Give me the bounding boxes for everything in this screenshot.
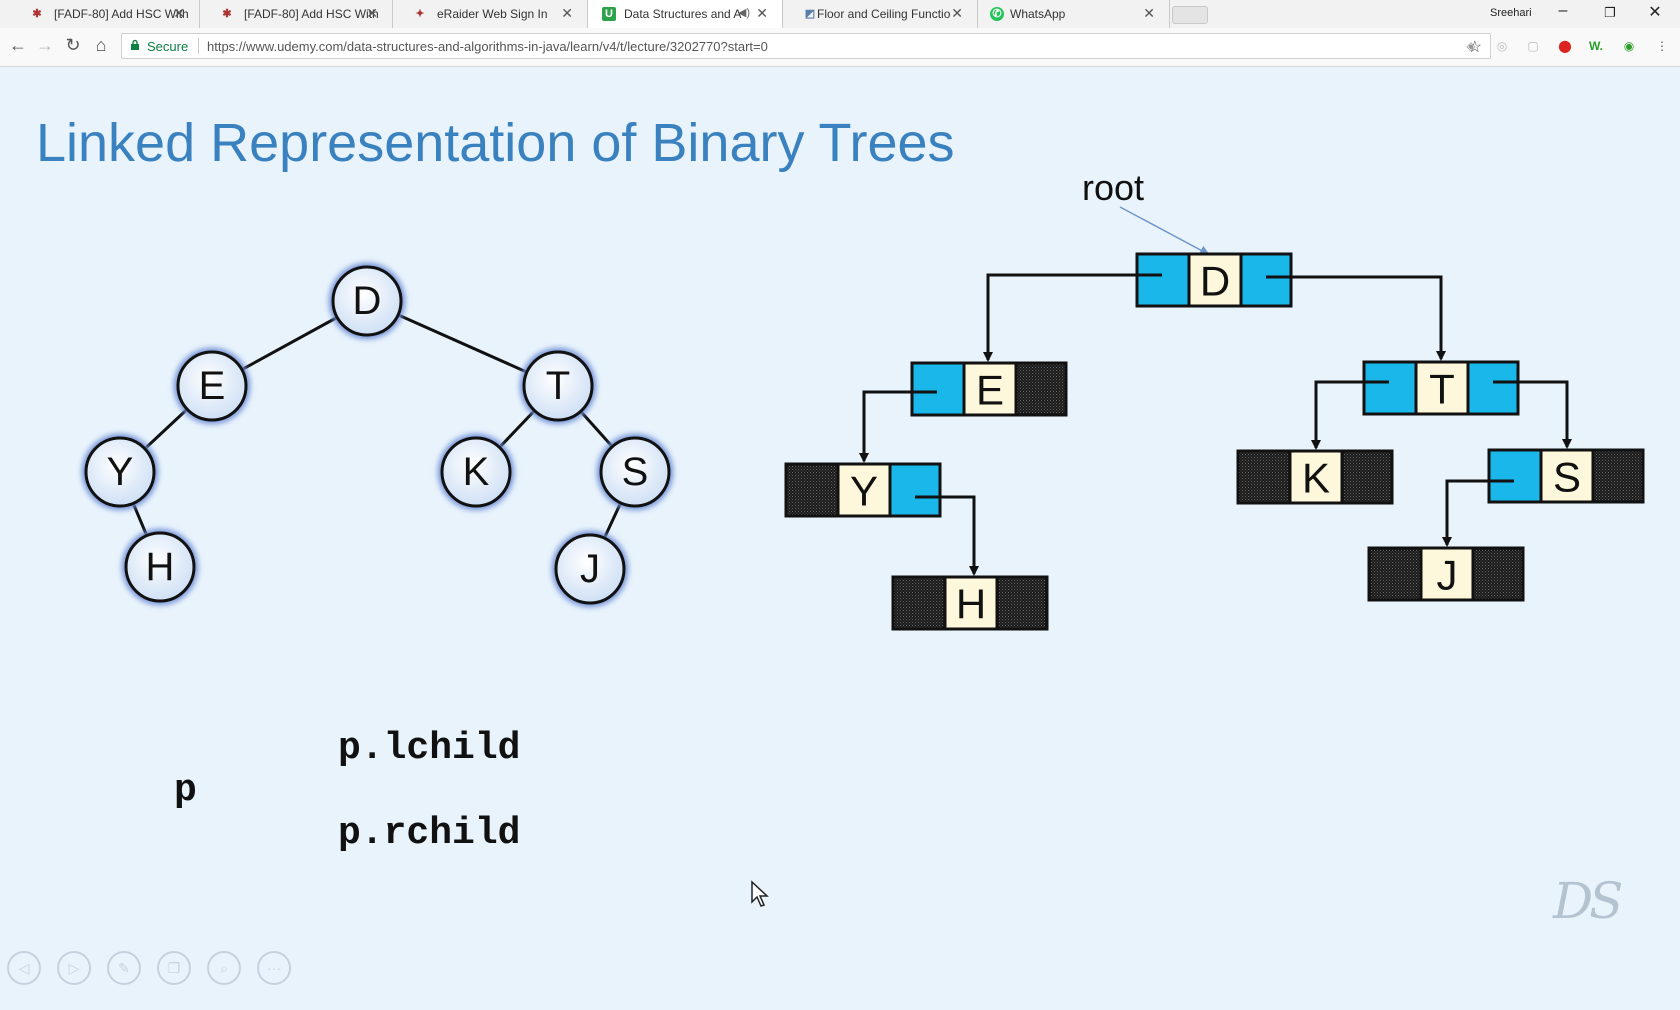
tab-title: Data Structures and A [624, 7, 742, 21]
prev-icon[interactable]: ◁ [7, 951, 41, 985]
play-icon[interactable]: ▷ [57, 951, 91, 985]
tree-node-d: D [329, 263, 405, 339]
close-tab-icon[interactable]: ✕ [366, 5, 378, 21]
linked-node-label: K [1302, 455, 1330, 502]
linked-node-label: Y [850, 468, 878, 515]
tree-node-t: T [520, 348, 596, 424]
tree-node-label: H [146, 545, 175, 589]
tree-node-label: K [463, 450, 490, 494]
close-window-icon[interactable]: ✕ [1648, 4, 1662, 21]
bookmark-star-icon[interactable]: ☆ [1467, 39, 1482, 56]
close-tab-icon[interactable]: ✕ [1143, 5, 1155, 21]
pen-icon[interactable]: ✎ [107, 951, 141, 985]
tab-fadf-2[interactable]: ✱ [FADF-80] Add HSC With ✕ [200, 0, 393, 28]
menu-icon[interactable]: ⋮ [1656, 39, 1668, 53]
browser-toolbar: ← → ↻ ⌂ Secure https://www.udemy.com/dat… [0, 28, 1680, 67]
close-tab-icon[interactable]: ✕ [756, 5, 768, 21]
whatsapp-icon: ✆ [990, 7, 1004, 21]
tree-node-j: J [552, 531, 628, 607]
bug-icon: ✱ [32, 8, 42, 20]
slide-title: Linked Representation of Binary Trees [36, 113, 955, 173]
code-p: p [174, 769, 197, 812]
tree-node-h: H [122, 529, 198, 605]
tab-floor-ceiling[interactable]: ◩ Floor and Ceiling Functio ✕ [783, 0, 978, 28]
binary-tree-diagram: D E T Y K S H [82, 206, 1645, 631]
ttu-icon: ✦ [415, 8, 425, 20]
linked-node-s: S [1487, 448, 1645, 504]
extension-icon[interactable]: ▢ [1527, 39, 1539, 53]
tree-node-y: Y [82, 434, 158, 510]
linked-node-k: K [1236, 449, 1394, 505]
tab-udemy-active[interactable]: U Data Structures and A ◀) ✕ [588, 0, 783, 28]
linked-node-label: S [1553, 454, 1581, 501]
linked-node-t: T [1362, 360, 1520, 416]
extension-icon[interactable]: ◈ [1466, 39, 1476, 53]
linked-node-e: E [910, 361, 1068, 417]
linked-node-label: T [1429, 366, 1455, 413]
linked-node-label: J [1437, 552, 1458, 599]
bug-icon: ✱ [222, 8, 232, 20]
home-icon[interactable]: ⌂ [95, 35, 107, 55]
tab-title: eRaider Web Sign In [437, 7, 548, 21]
tab-title: WhatsApp [1010, 7, 1066, 21]
mouse-cursor-icon [750, 880, 770, 913]
linked-node-j: J [1367, 546, 1525, 602]
udemy-icon: U [602, 7, 616, 21]
math-icon: ◩ [804, 8, 816, 20]
secure-label: Secure [147, 39, 189, 54]
tab-eraider[interactable]: ✦ eRaider Web Sign In ✕ [393, 0, 588, 28]
reload-icon[interactable]: ↻ [65, 35, 81, 55]
code-lchild: p.lchild [338, 727, 521, 770]
tab-strip: ✱ [FADF-80] Add HSC With ✕ ✱ [FADF-80] A… [0, 0, 1680, 28]
tree-node-k: K [438, 434, 514, 510]
linked-node-label: H [956, 581, 986, 628]
tree-node-label: E [199, 364, 226, 408]
lock-icon [131, 39, 139, 50]
url-text[interactable]: https://www.udemy.com/data-structures-an… [207, 39, 768, 54]
profile-name[interactable]: Sreehari [1490, 7, 1532, 19]
tab-title: [FADF-80] Add HSC With [54, 7, 189, 21]
divider [198, 38, 199, 54]
tree-node-e: E [174, 348, 250, 424]
root-pointer-arrow [1119, 206, 1210, 255]
close-tab-icon[interactable]: ✕ [173, 5, 185, 21]
tree-node-label: S [622, 450, 649, 494]
adblock-icon[interactable]: ⬤ [1558, 39, 1572, 53]
extension-icon[interactable]: ◉ [1623, 39, 1635, 53]
wappalyzer-icon[interactable]: W. [1589, 39, 1603, 53]
address-bar[interactable]: Secure https://www.udemy.com/data-struct… [121, 33, 1491, 59]
code-rchild: p.rchild [338, 812, 521, 855]
copy-icon[interactable]: ❐ [157, 951, 191, 985]
linked-node-y: Y [784, 462, 942, 518]
zoom-icon[interactable]: ⌕ [207, 951, 241, 985]
restore-icon[interactable]: ❐ [1604, 5, 1616, 20]
tab-fadf-1[interactable]: ✱ [FADF-80] Add HSC With ✕ [10, 0, 200, 28]
extension-icon[interactable]: ◎ [1496, 39, 1508, 53]
linked-node-d: D [1135, 252, 1293, 308]
linked-node-label: E [976, 367, 1004, 414]
linked-node-label: D [1200, 258, 1230, 305]
tab-whatsapp[interactable]: ✆ WhatsApp ✕ [978, 0, 1170, 28]
tree-node-label: D [353, 279, 382, 323]
linked-node-h: H [891, 575, 1049, 631]
tab-title: [FADF-80] Add HSC With [244, 7, 379, 21]
lecture-slide: Linked Representation of Binary Trees ro… [0, 67, 1680, 1010]
more-icon[interactable]: ··· [257, 951, 291, 985]
root-label: root [1082, 167, 1145, 208]
ds-logo: DS [1553, 872, 1623, 930]
pointer-links [859, 273, 1572, 576]
close-tab-icon[interactable]: ✕ [561, 5, 573, 21]
tab-title: Floor and Ceiling Functio [817, 7, 951, 21]
tree-node-label: J [580, 547, 600, 591]
tree-node-label: Y [107, 450, 134, 494]
new-tab-button[interactable] [1172, 6, 1208, 24]
speaker-icon[interactable]: ◀) [737, 7, 750, 19]
tree-edges [118, 299, 637, 570]
close-tab-icon[interactable]: ✕ [951, 5, 963, 21]
tree-node-s: S [597, 434, 673, 510]
minimize-icon[interactable]: – [1558, 2, 1568, 19]
forward-icon[interactable]: → [36, 35, 54, 55]
tree-node-label: T [546, 364, 570, 408]
back-icon[interactable]: ← [9, 35, 27, 55]
